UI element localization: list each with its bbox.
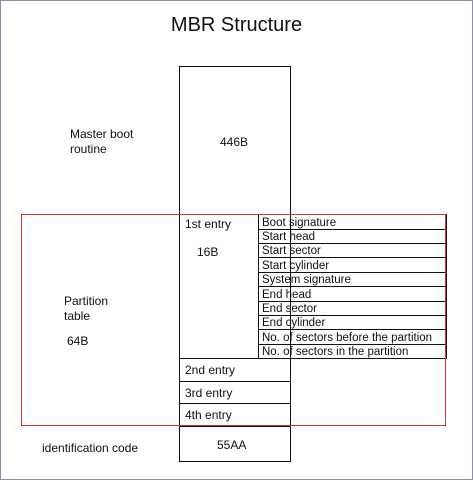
field-sectors-before-partition: No. of sectors before the partition bbox=[262, 332, 433, 344]
partition-table-label-line2: table bbox=[64, 309, 91, 323]
fields-row-line bbox=[258, 344, 447, 345]
field-end-cylinder: End cylinder bbox=[262, 317, 326, 329]
fields-row-line bbox=[258, 243, 447, 244]
fields-row-line bbox=[258, 272, 447, 273]
master-boot-label-line2: routine bbox=[70, 142, 107, 156]
fields-bottom-line bbox=[258, 358, 447, 359]
field-start-head: Start head bbox=[262, 231, 316, 243]
field-end-head: End head bbox=[262, 289, 312, 301]
partition-table-label: Partition bbox=[64, 294, 109, 308]
fields-row-line bbox=[258, 329, 447, 330]
boot-routine-size: 446B bbox=[220, 135, 249, 149]
partition-table-size: 64B bbox=[67, 334, 89, 348]
fields-row-line bbox=[258, 286, 447, 287]
mbr-column bbox=[179, 66, 291, 462]
first-entry-label: 1st entry bbox=[185, 217, 232, 231]
diagram-title: MBR Structure bbox=[170, 14, 303, 36]
master-boot-label: Master boot bbox=[70, 127, 134, 141]
signature-value: 55AA bbox=[217, 438, 247, 452]
partition-table-highlight bbox=[21, 214, 446, 426]
second-entry-label: 2nd entry bbox=[185, 363, 236, 377]
fields-row-line bbox=[258, 301, 447, 302]
divider-first-entry bbox=[179, 358, 291, 359]
field-end-sector: End sector bbox=[262, 303, 317, 315]
field-boot-signature: Boot signature bbox=[262, 217, 337, 229]
field-start-cylinder: Start cylinder bbox=[262, 260, 330, 272]
fields-row-line bbox=[258, 257, 447, 258]
field-start-sector: Start sector bbox=[262, 245, 321, 257]
identification-code-label: identification code bbox=[42, 441, 139, 455]
fields-row-line bbox=[258, 315, 447, 316]
divider-fourth-entry bbox=[179, 426, 291, 427]
divider-second-entry bbox=[179, 381, 291, 382]
third-entry-label: 3rd entry bbox=[185, 386, 233, 400]
divider-third-entry bbox=[179, 403, 291, 404]
field-sectors-in-partition: No. of sectors in the partition bbox=[262, 346, 409, 358]
fields-row-line bbox=[258, 229, 447, 230]
field-system-signature: System signature bbox=[262, 274, 351, 286]
entry-size-label: 16B bbox=[197, 245, 219, 259]
fourth-entry-label: 4th entry bbox=[185, 408, 232, 422]
